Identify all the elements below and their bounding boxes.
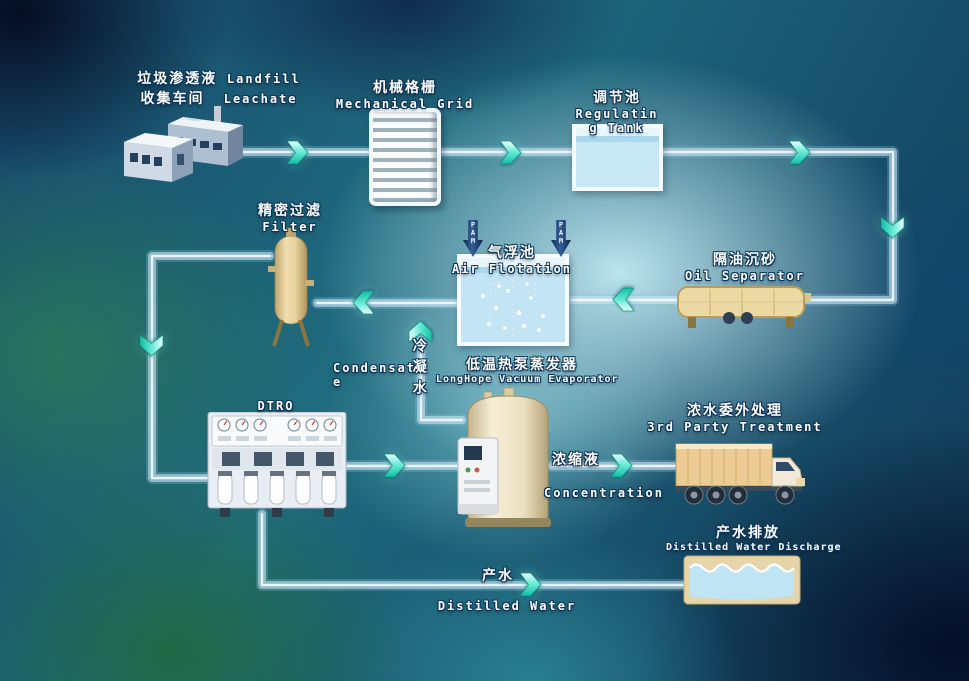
flow-arrow-right-icon	[788, 140, 811, 165]
evaporator-label-cn: 低温热泵蒸发器	[466, 357, 578, 373]
filter-label-cn: 精密过滤	[258, 203, 322, 219]
pam-label: PAM	[469, 221, 477, 245]
factory-label: 垃圾渗透液 Landfill 收集车间 Leachate	[130, 68, 308, 108]
discharge-label: 产水排放 Distilled Water Discharge	[666, 525, 842, 554]
mechanical-grid-illustration	[369, 108, 441, 206]
flow-arrow-left-icon	[352, 290, 375, 315]
air-flotation-label: 气浮池 Air Flotation	[447, 245, 577, 276]
pam-label: PAM	[557, 221, 565, 245]
truck-illustration	[672, 436, 814, 512]
discharge-label-cn: 产水排放	[716, 525, 780, 541]
evaporator-label: 低温热泵蒸发器 LongHope Vacuum Evaporator	[436, 357, 619, 386]
oil-separator-label: 隔油沉砂 Oil Separator	[675, 252, 815, 283]
filter-label: 精密过滤 Filter	[244, 203, 336, 234]
flow-arrow-right-icon	[499, 140, 522, 165]
condensate-label: Condensat e	[333, 361, 416, 390]
third-party-label: 浓水委外处理 3rd Party Treatment	[645, 403, 825, 434]
mechanical-grid-label-cn: 机械格栅	[373, 80, 437, 96]
filter-illustration	[262, 226, 320, 354]
discharge-label-en: Distilled Water Discharge	[666, 541, 842, 553]
flow-arrow-right-icon	[383, 453, 406, 478]
dtro-label: DTRO	[240, 399, 312, 413]
flow-arrow-right-icon	[610, 453, 633, 478]
regulating-tank-label: 调节池 Regulatin g Tank	[555, 90, 679, 136]
regulating-tank-label-en2: g Tank	[589, 121, 645, 136]
filter-label-en: Filter	[262, 219, 318, 234]
condensate-label-cn: 冷凝水	[410, 338, 427, 401]
mechanical-grid-label: 机械格栅 Mechanical Grid	[330, 80, 480, 111]
evaporator-illustration	[456, 386, 560, 536]
mechanical-grid-label-en: Mechanical Grid	[335, 96, 475, 111]
concentrate-label-cn: 浓缩液	[552, 452, 600, 468]
flow-arrow-right-icon	[286, 140, 309, 165]
dtro-label-en: DTRO	[257, 399, 295, 413]
factory-label-en2: Leachate	[223, 91, 298, 106]
flow-arrow-up-icon	[408, 320, 433, 343]
oil-separator-illustration	[676, 281, 812, 339]
distilled-water-label-en: Distilled Water	[437, 599, 577, 613]
condensate-label-en1: Condensat	[333, 361, 417, 375]
factory-label-cn2: 收集车间	[140, 90, 205, 107]
condensate-label-en2: e	[333, 375, 343, 390]
factory-label-cn1: 垃圾渗透液	[137, 71, 218, 87]
dtro-illustration	[206, 411, 348, 522]
distilled-water-label-cn: 产水	[482, 568, 514, 584]
evaporator-label-en: LongHope Vacuum Evaporator	[436, 373, 619, 385]
third-party-label-cn: 浓水委外处理	[687, 403, 783, 419]
regulating-tank-label-cn: 调节池	[593, 90, 641, 106]
regulating-tank-illustration	[572, 124, 663, 191]
oil-separator-label-en: Oil Separator	[685, 268, 805, 283]
concentrate-label-en: Concentration	[544, 486, 664, 500]
third-party-label-en: 3rd Party Treatment	[647, 419, 823, 434]
air-flotation-label-cn: 气浮池	[488, 245, 536, 261]
factory-label-en1: Landfill	[226, 72, 301, 86]
discharge-pool-illustration	[682, 552, 802, 612]
flow-arrow-right-icon	[519, 572, 542, 597]
factory-illustration	[116, 98, 246, 194]
flow-arrow-down-icon	[880, 216, 905, 239]
air-flotation-label-en: Air Flotation	[452, 261, 572, 276]
regulating-tank-label-en1: Regulatin	[575, 106, 659, 121]
flow-arrow-left-icon	[612, 287, 635, 312]
oil-separator-label-cn: 隔油沉砂	[713, 252, 777, 268]
air-flotation-illustration	[457, 254, 569, 346]
flow-arrow-down-icon	[139, 334, 164, 357]
